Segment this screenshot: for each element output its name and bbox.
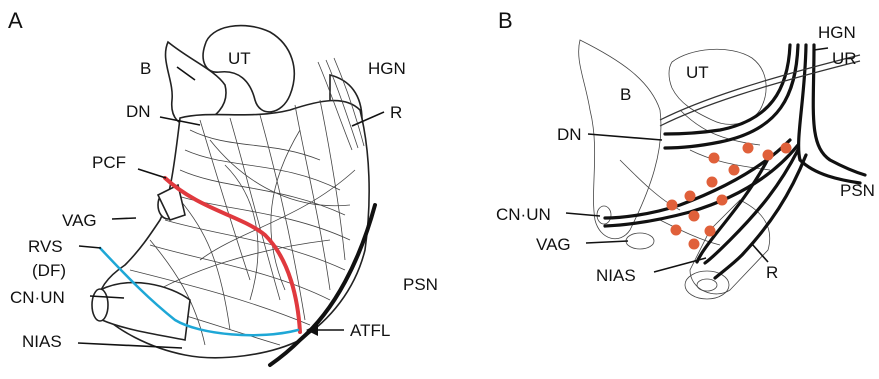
- label-hgn-a: HGN: [368, 59, 406, 78]
- label-vag-a: VAG: [62, 211, 97, 230]
- label-df-a: (DF): [32, 261, 66, 280]
- label-psn-a: PSN: [403, 275, 438, 294]
- label-cnun-b: CN·UN: [496, 205, 551, 224]
- label-r-a: R: [390, 103, 402, 122]
- label-hgn-b: HGN: [818, 23, 856, 42]
- vagina-b: [626, 233, 654, 249]
- label-dn-b: DN: [557, 125, 582, 144]
- label-dn-a: DN: [126, 102, 151, 121]
- panel-b: B: [496, 8, 875, 299]
- vagina-opening-a: [92, 289, 108, 321]
- label-nias-a: NIAS: [22, 332, 62, 351]
- label-atfl-a: ATFL: [350, 321, 390, 340]
- rectum-lumen-b: [697, 279, 717, 291]
- vagina-a: [100, 283, 190, 340]
- panel-b-letter: B: [498, 8, 513, 33]
- nerves-b: [605, 45, 865, 278]
- panel-a-letter: A: [8, 8, 23, 33]
- label-ut-a: UT: [228, 49, 251, 68]
- label-r-b: R: [766, 263, 778, 282]
- label-b-a: B: [140, 59, 151, 78]
- label-rvs-a: RVS: [28, 237, 63, 256]
- label-ut-b: UT: [686, 63, 709, 82]
- label-ur-b: UR: [832, 49, 857, 68]
- tissue-shading-b: [620, 110, 770, 245]
- label-nias-b: NIAS: [596, 266, 636, 285]
- urethra-b: [597, 206, 611, 224]
- label-pcf-a: PCF: [92, 153, 126, 172]
- panel-a: A: [8, 8, 438, 365]
- label-vag-b: VAG: [536, 235, 571, 254]
- label-cnun-a: CN·UN: [10, 288, 65, 307]
- label-psn-b: PSN: [840, 181, 875, 200]
- label-b-b: B: [620, 85, 631, 104]
- rectum-opening-b: [685, 271, 729, 299]
